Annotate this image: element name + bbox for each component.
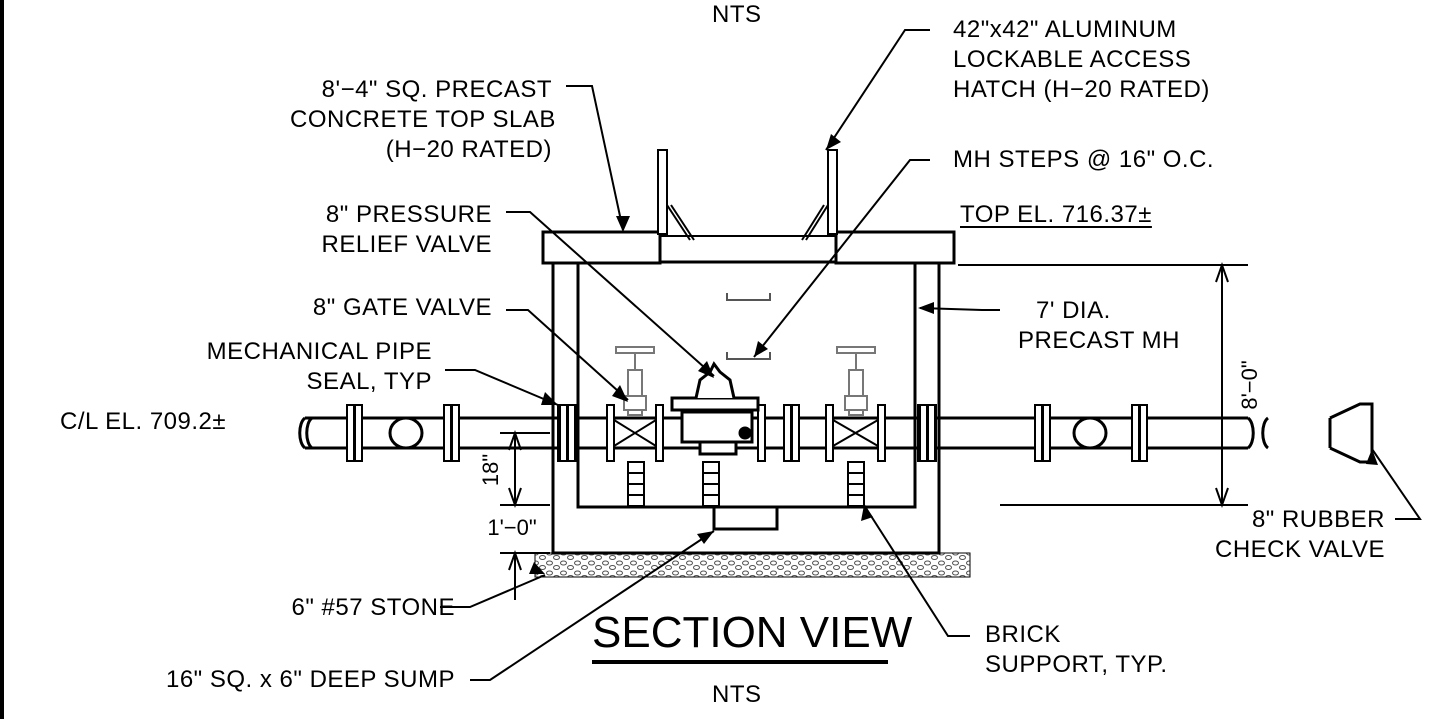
sump: [712, 505, 779, 531]
top-slab: [541, 230, 956, 265]
centerline-elevation-label: C/L EL. 709.2±: [60, 408, 227, 435]
pipe-run: [298, 416, 1270, 450]
pipe-seal-label-line: MECHANICAL PIPE: [206, 338, 432, 365]
section-scale: NTS: [712, 681, 762, 708]
brick-support-label-line: BRICK: [985, 621, 1061, 648]
top-slab-label: 8'−4" SQ. PRECAST CONCRETE TOP SLAB (H−2…: [290, 75, 556, 165]
hatch-label-line: HATCH (H−20 RATED): [953, 76, 1210, 103]
brick-supports: [627, 461, 865, 507]
dimension-lines: [500, 261, 1248, 600]
top-slab-label-line: 8'−4" SQ. PRECAST: [321, 76, 552, 103]
dim-height: 8'−0": [1237, 360, 1262, 409]
check-valve-label-line: 8" RUBBER: [1251, 506, 1385, 533]
stone-base: [534, 552, 971, 578]
gate-valve-left: [613, 346, 657, 447]
section-title: SECTION VIEW: [592, 608, 913, 657]
gate-valve-label: 8" GATE VALVE: [312, 294, 492, 321]
pipe-seals: [557, 404, 937, 462]
dim-pipe-to-floor: 18": [478, 454, 503, 486]
pipe-seal-label: MECHANICAL PIPE SEAL, TYP: [140, 337, 432, 397]
hatch-label-line: LOCKABLE ACCESS: [953, 46, 1192, 73]
pressure-relief-label: 8" PRESSURE RELIEF VALVE: [250, 200, 492, 260]
manhole-label: 7' DIA. PRECAST MH: [1018, 296, 1180, 356]
dim-floor-thickness: 1'−0": [487, 515, 536, 540]
access-hatch: [657, 149, 838, 241]
brick-support-label: BRICK SUPPORT, TYP.: [985, 620, 1168, 680]
pipe-seal-label-line: SEAL, TYP: [306, 368, 432, 395]
sump-label: 16" SQ. x 6" DEEP SUMP: [165, 666, 455, 693]
leader-arrowheads: [529, 134, 1378, 574]
pressure-relief-label-line: 8" PRESSURE: [325, 201, 492, 228]
gate-valve-right: [832, 346, 879, 447]
manhole-label-line: PRECAST MH: [1018, 327, 1180, 354]
leader-lines: [440, 29, 1422, 681]
pressure-relief-valve: [670, 361, 760, 456]
top-note: NTS: [712, 1, 762, 28]
rubber-check-valve: [1328, 402, 1374, 464]
manhole-label-line: 7' DIA.: [1036, 297, 1111, 324]
top-elevation-label: TOP EL. 716.37±: [960, 201, 1152, 228]
hatch-label: 42"x42" ALUMINUM LOCKABLE ACCESS HATCH (…: [953, 15, 1210, 105]
stone-label: 6" #57 STONE: [291, 594, 455, 621]
check-valve-label: 8" RUBBER CHECK VALVE: [1150, 505, 1385, 565]
mh-steps: [726, 293, 771, 360]
check-valve-label-line: CHECK VALVE: [1215, 536, 1385, 563]
top-slab-label-line: (H−20 RATED): [385, 136, 552, 163]
brick-support-label-line: SUPPORT, TYP.: [985, 651, 1168, 678]
top-slab-label-line: CONCRETE TOP SLAB: [290, 106, 556, 133]
hatch-label-line: 42"x42" ALUMINUM: [953, 16, 1177, 43]
mh-steps-label: MH STEPS @ 16" O.C.: [953, 146, 1215, 173]
pressure-relief-label-line: RELIEF VALVE: [321, 231, 492, 258]
